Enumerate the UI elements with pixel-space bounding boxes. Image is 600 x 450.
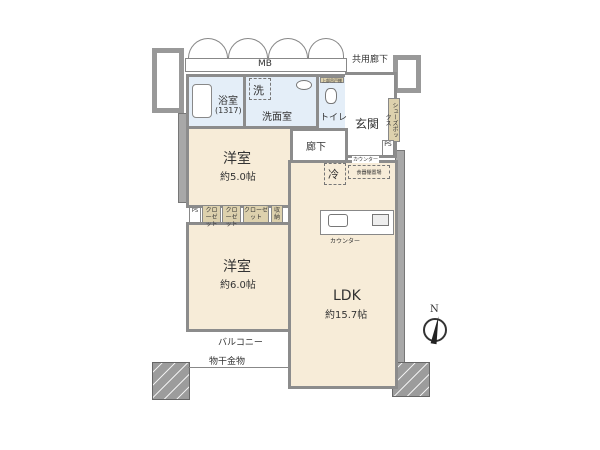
- sink-icon: [328, 214, 348, 227]
- room2-label: 洋室: [223, 259, 251, 275]
- balcony-door-arch: [188, 38, 228, 60]
- balcony-label: バルコニー: [218, 338, 263, 348]
- closet-2: クローゼット: [222, 205, 241, 228]
- balcony-door-arch: [228, 38, 268, 60]
- ps-box-closet: PS: [189, 207, 201, 223]
- fridge-label: 冷: [328, 168, 339, 181]
- stove-icon: [372, 214, 389, 226]
- mb-bar: [185, 58, 347, 72]
- fridge-space: [324, 163, 346, 185]
- mb-label: MB: [258, 59, 272, 69]
- bathtub-icon: [192, 84, 212, 118]
- column-bottom-left: [152, 362, 190, 400]
- closet-1: クローゼット: [202, 205, 221, 228]
- hallway-label: 廊下: [306, 142, 326, 153]
- bathroom-label: 浴室: [218, 96, 238, 107]
- storage: 収納: [271, 205, 283, 223]
- washroom-label: 洗面室: [262, 112, 292, 123]
- shoe-box: シューズボックス: [384, 98, 400, 142]
- balcony-door-arch: [268, 38, 308, 60]
- drying-rack-label: 物干金物: [209, 357, 246, 367]
- balcony: [188, 332, 288, 368]
- kitchen-counter-label: カウンター: [330, 238, 361, 245]
- wall-right-upper: [393, 55, 421, 93]
- entrance-label: 玄関: [355, 117, 380, 131]
- room1-size: 約5.0帖: [220, 172, 256, 183]
- washer-space: [249, 78, 271, 100]
- wall-left-upper: [152, 48, 184, 113]
- compass-icon: [423, 318, 447, 342]
- room1-label: 洋室: [223, 151, 251, 167]
- ldk-label: LDK: [333, 288, 361, 304]
- ldk: [288, 160, 398, 389]
- western-room-2: [186, 222, 293, 332]
- cupboard-space: 食器棚置場: [348, 165, 390, 179]
- north-label: N: [430, 304, 439, 315]
- toilet-icon: [325, 88, 337, 104]
- washer-label: 洗: [253, 84, 264, 97]
- ps-box-entrance: PS: [382, 140, 394, 156]
- balcony-door-arch: [308, 38, 344, 60]
- western-room-1: [186, 126, 293, 208]
- common-corridor-label: 共用廊下: [352, 55, 389, 65]
- upper-cabinet: 上部吊戸棚: [320, 77, 344, 83]
- sink-icon: [296, 80, 312, 90]
- bathroom-size: (1317): [215, 106, 242, 115]
- closet-3: クローゼット: [243, 205, 269, 223]
- room2-size: 約6.0帖: [220, 280, 256, 291]
- ldk-size: 約15.7帖: [325, 310, 368, 321]
- small-counter-label: カウンター: [352, 156, 380, 163]
- toilet-label: トイレ: [320, 113, 348, 123]
